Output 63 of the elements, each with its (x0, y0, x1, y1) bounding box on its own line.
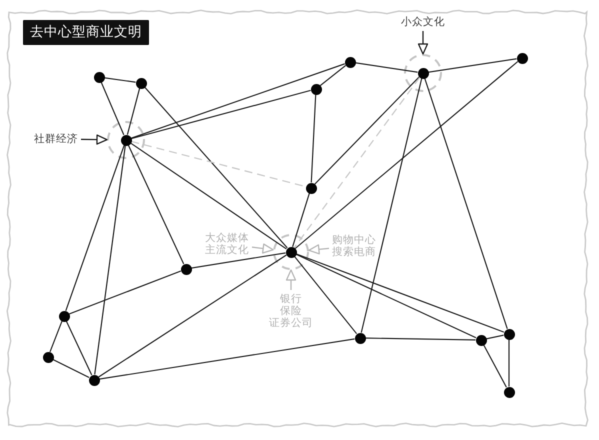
connector-line (52, 359, 90, 378)
node-dot (418, 68, 428, 78)
node-dot (310, 84, 322, 94)
arrow (418, 31, 428, 55)
connector-line (131, 90, 311, 140)
callout-label: 大众媒体 主流文化 (205, 232, 249, 256)
callout-label: 银行 保险 证券公司 (269, 293, 313, 329)
connector-line (355, 62, 418, 73)
connector-line (130, 142, 287, 250)
node-dot (286, 246, 296, 258)
connector-line (292, 193, 310, 247)
connector-line (360, 78, 422, 333)
node-dot (120, 134, 132, 146)
node-dot (504, 328, 514, 340)
node-dot (94, 72, 104, 82)
connector-line (65, 145, 125, 311)
connector-line (131, 63, 345, 139)
arrow (286, 269, 296, 290)
connector-line (508, 340, 510, 386)
connector-line (126, 88, 140, 135)
connector-line (320, 64, 346, 86)
title-banner: 去中心型商业文明 (23, 20, 149, 45)
connector-line (296, 254, 476, 338)
node-dot (504, 386, 514, 398)
connector-line (366, 338, 476, 340)
arrow (81, 134, 108, 145)
node-dot (306, 182, 316, 194)
node-dot (354, 332, 366, 344)
connector-line (100, 82, 124, 136)
connector-line (310, 94, 316, 183)
connector-line (483, 344, 507, 388)
connector-line (49, 320, 63, 352)
node-dot (516, 52, 528, 64)
connector-line (128, 144, 184, 264)
connector-line (296, 253, 504, 333)
connector-line (191, 252, 286, 269)
node-dot (42, 352, 54, 362)
node-dot (88, 374, 100, 386)
connector-line (98, 254, 287, 378)
arrow (252, 243, 274, 254)
connector-line (99, 338, 355, 380)
connector-line (294, 256, 358, 334)
arrow (308, 244, 330, 254)
callout-label: 社群经济 (34, 133, 78, 145)
callout-label: 购物中心 搜索电商 (332, 234, 376, 258)
node-dot (136, 78, 146, 88)
callout-label: 小众文化 (401, 16, 445, 28)
connector-line (486, 334, 504, 340)
connector-line (104, 77, 136, 83)
connector-line (144, 86, 288, 248)
dashed-connector (294, 77, 420, 248)
connector-line (428, 58, 517, 73)
connector-line (68, 270, 182, 315)
node-dot (344, 56, 356, 68)
connector-line (294, 61, 518, 249)
node-dot (58, 310, 70, 322)
dashed-connector (131, 140, 306, 188)
node-dot (180, 264, 192, 274)
connector-line (94, 145, 126, 375)
connector-line (424, 78, 508, 329)
connector-line (66, 320, 92, 376)
node-dot (476, 334, 486, 346)
connector-line (314, 76, 420, 184)
